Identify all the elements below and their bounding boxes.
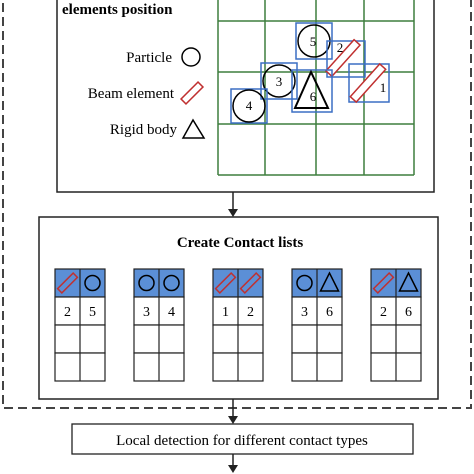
beam-icon: [239, 272, 262, 294]
label-particle-3: 3: [276, 74, 283, 89]
outer-dashed-frame: [2, 0, 472, 409]
circle-icon: [138, 274, 155, 292]
arrow-to-local-detection: [228, 399, 238, 424]
bbox-rigid-6: [291, 69, 333, 113]
circle-icon: [296, 274, 313, 292]
particle-4-circle-icon: [232, 89, 266, 123]
beam-1-beam-icon: [349, 62, 387, 104]
bbox-beam-1: [348, 63, 390, 103]
elements-position-panel: elements position Particle Beam element …: [56, 0, 435, 193]
beam-2-beam-icon: [324, 38, 362, 78]
table-id-cell: 6: [405, 305, 412, 320]
table-id-cell: 3: [143, 305, 150, 320]
label-beam-1: 1: [380, 80, 387, 95]
label-particle-5: 5: [310, 34, 317, 49]
label-particle-4: 4: [246, 98, 253, 113]
grid-elements: 5 2 3 6 1 4: [230, 22, 390, 124]
arrow-continue: [228, 454, 238, 473]
legend-label-rigid: Rigid body: [110, 122, 178, 138]
particle-3-circle-icon: [262, 64, 296, 98]
beam-icon: [372, 272, 395, 294]
beam-icon: [214, 272, 237, 294]
label-beam-2: 2: [337, 40, 344, 55]
bbox-particle-3: [260, 62, 298, 100]
arrow-to-contact-lists: [228, 192, 238, 217]
legend: Particle Beam element Rigid body: [88, 47, 206, 139]
legend-label-beam: Beam element: [88, 86, 175, 102]
table-id-cell: 6: [326, 305, 333, 320]
legend-label-particle: Particle: [126, 50, 172, 66]
local-detection-label: Local detection for different contact ty…: [116, 433, 368, 449]
bbox-particle-4: [230, 88, 268, 124]
contact-lists-title: Create Contact lists: [177, 235, 304, 251]
table-id-cell: 5: [89, 305, 96, 320]
table-id-cell: 3: [301, 305, 308, 320]
elements-position-box: [56, 0, 435, 193]
triangle-icon: [398, 271, 419, 292]
circle-icon: [84, 274, 101, 292]
table-id-cell: 2: [380, 305, 387, 320]
circle-icon: [163, 274, 180, 292]
rigid-6-triangle-icon: [293, 69, 330, 109]
beam-icon: [56, 272, 79, 294]
spatial-grid: [217, 0, 415, 176]
legend-circle-icon: [181, 47, 201, 67]
bbox-beam-2: [326, 40, 366, 78]
local-detection-step: Local detection for different contact ty…: [71, 423, 414, 455]
legend-triangle-icon: [181, 118, 206, 139]
triangle-icon: [319, 271, 340, 292]
table-id-cell: 4: [168, 305, 175, 320]
table-id-cell: 2: [247, 305, 254, 320]
local-detection-box: [71, 423, 414, 455]
legend-beam-icon: [179, 80, 205, 106]
label-rigid-6: 6: [310, 89, 317, 104]
table-id-cell: 1: [222, 305, 229, 320]
elements-position-title: elements position: [62, 2, 173, 18]
table-id-cell: 2: [64, 305, 71, 320]
